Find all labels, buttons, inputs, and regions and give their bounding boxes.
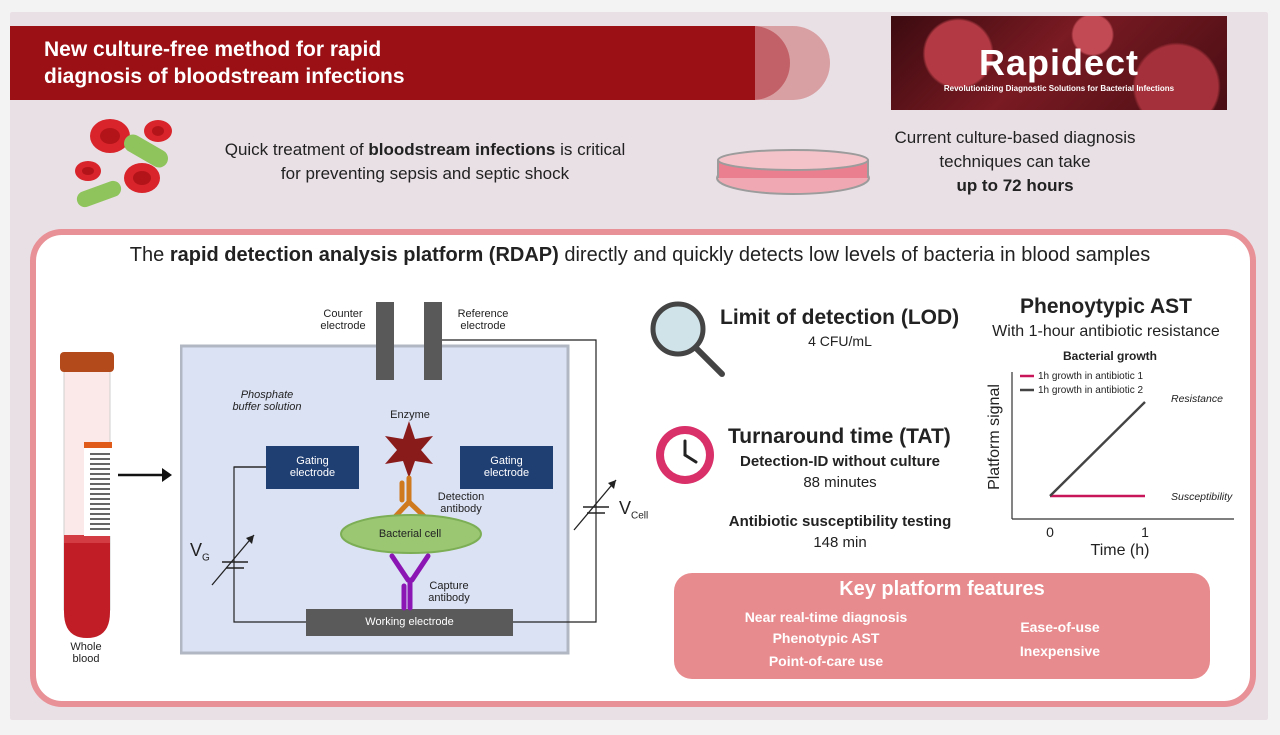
lod-value: 4 CFU/mL [808,333,872,349]
x-tick-label: 0 [1046,524,1054,540]
title-banner [10,26,830,100]
petri-dish-icon [716,149,870,195]
intro-sepsis-text: Quick treatment of bloodstream infection… [224,140,626,183]
arrow-icon [118,468,172,482]
x-tick-label: 1 [1141,524,1149,540]
tat-title: Turnaround time (TAT) [728,425,951,448]
legend-entry: 1h growth in antibiotic 2 [1038,385,1144,396]
feature-item: Near real-time diagnosis [744,609,908,625]
working-electrode-label: Working electrode [365,616,454,628]
features-title: Key platform features [839,578,1045,600]
feature-item: Point-of-care use [768,653,884,669]
series-end-label: Resistance [1171,393,1223,405]
logo-wordmark: Rapidect [978,42,1140,83]
vcell-label: VCell [619,498,649,522]
electrochemical-cell-diagram [180,302,617,655]
clock-icon [656,426,714,484]
rapidect-logo: Rapidect Revolutionizing Diagnostic Solu… [891,16,1227,110]
feature-item: Inexpensive [1019,643,1101,659]
enzyme-label: Enzyme [390,409,430,421]
ast-chart: 0 1 Susceptibility 1h growth in antibiotic … [1011,371,1234,540]
blood-tube-icon [60,352,114,638]
ast-chart-title: Phenoytypic AST [1020,295,1192,318]
page-title: New culture-free method for rapid diagno… [44,38,405,88]
feature-item: Ease-of-use [1020,619,1100,635]
rdap-headline: The rapid detection analysis platform (R… [129,244,1151,266]
lod-title: Limit of detection (LOD) [720,306,960,329]
intro-culture-time-text: Current culture-based diagnosis techniqu… [894,128,1136,195]
logo-tagline: Revolutionizing Diagnostic Solutions for… [943,84,1175,93]
tat-subtitle: Detection-ID without culture [740,453,940,470]
ast-time-subtitle: Antibiotic susceptibility testing [728,513,952,530]
series-end-label: Susceptibility [1171,491,1233,503]
chart-title: Bacterial growth [1062,349,1158,363]
series-line [1049,401,1146,497]
feature-item: Phenotypic AST [772,630,880,646]
ast-time-value: 148 min [813,534,867,551]
magnifier-icon [650,301,725,377]
blood-cells-icon [75,119,172,208]
bacterial-cell-label: Bacterial cell [378,528,442,540]
features-box [674,573,1210,679]
ast-chart-subtitle: With 1-hour antibiotic resistance [992,323,1220,340]
tat-value: 88 minutes [803,474,877,491]
vg-label: VG [190,540,210,564]
x-axis-label: Time (h) [1090,542,1150,559]
y-axis-label: Platform signal [986,384,1003,490]
legend-entry: 1h growth in antibiotic 1 [1038,371,1144,382]
